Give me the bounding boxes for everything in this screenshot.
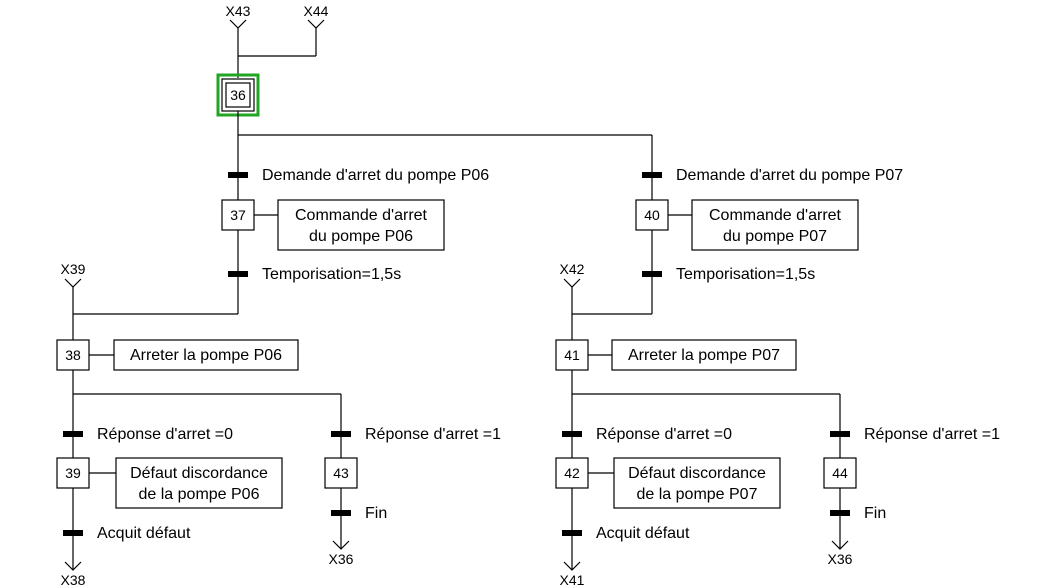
action-37-line1: Commande d'arret <box>295 207 428 224</box>
action-37-line2: du pompe P06 <box>309 228 413 245</box>
transition-43-out[interactable] <box>331 510 351 516</box>
transition-label-36-37: Demande d'arret du pompe P06 <box>262 167 489 184</box>
transition-38-43[interactable] <box>331 431 351 437</box>
transition-label-43: Fin <box>365 505 387 522</box>
ref-x42: X42 <box>560 261 585 277</box>
step-36-number: 36 <box>230 87 246 103</box>
action-38 <box>113 339 299 371</box>
transition-36-40[interactable] <box>642 172 662 178</box>
transition-label-39: Acquit défaut <box>97 525 191 542</box>
arrow-icon <box>332 540 350 550</box>
step-44-number: 44 <box>832 465 848 481</box>
transition-label-38-39: Réponse d'arret =0 <box>97 426 233 443</box>
ref-x36-right: X36 <box>828 551 853 567</box>
action-39-line2: de la pompe P06 <box>139 486 260 503</box>
transition-label-42: Acquit défaut <box>596 525 690 542</box>
step-38-number: 38 <box>65 347 81 363</box>
action-40-line1: Commande d'arret <box>709 207 842 224</box>
step-43-number: 43 <box>333 465 349 481</box>
transition-41-42[interactable] <box>562 431 582 437</box>
transition-label-37: Temporisation=1,5s <box>262 266 401 283</box>
transition-label-44: Fin <box>864 505 886 522</box>
step-36-inner <box>225 82 251 108</box>
action-42-line2: de la pompe P07 <box>637 486 758 503</box>
transition-label-40: Temporisation=1,5s <box>676 266 815 283</box>
step-44[interactable] <box>823 457 857 489</box>
ref-x41: X41 <box>560 572 585 588</box>
step-41[interactable] <box>555 339 589 371</box>
step-37-number: 37 <box>230 207 246 223</box>
transition-38-39[interactable] <box>63 431 83 437</box>
step-42-number: 42 <box>564 465 580 481</box>
transition-label-41-42: Réponse d'arret =0 <box>596 426 732 443</box>
arrow-icon <box>64 278 82 288</box>
transition-40-41[interactable] <box>642 271 662 277</box>
transition-label-38-43: Réponse d'arret =1 <box>365 426 501 443</box>
arrow-icon <box>64 561 82 571</box>
action-41 <box>611 339 797 371</box>
transition-36-37[interactable] <box>228 172 248 178</box>
action-42 <box>613 457 781 509</box>
ref-x39: X39 <box>61 261 86 277</box>
ref-x36-left: X36 <box>329 551 354 567</box>
transition-37-38[interactable] <box>228 271 248 277</box>
action-39 <box>115 457 283 509</box>
action-41-text: Arreter la pompe P07 <box>628 347 780 364</box>
arrow-icon <box>229 19 325 29</box>
action-38-text: Arreter la pompe P06 <box>130 347 282 364</box>
transition-42-out[interactable] <box>562 530 582 536</box>
transition-39-out[interactable] <box>63 530 83 536</box>
transition-41-44[interactable] <box>830 431 850 437</box>
ref-x44: X44 <box>304 3 329 19</box>
step-40-number: 40 <box>644 207 660 223</box>
action-39-line1: Défaut discordance <box>130 465 268 482</box>
arrow-icon <box>563 278 581 288</box>
arrow-icon <box>563 561 581 571</box>
step-38[interactable] <box>56 339 90 371</box>
action-40 <box>691 199 859 251</box>
action-37 <box>277 199 445 251</box>
transition-label-36-40: Demande d'arret du pompe P07 <box>676 167 903 184</box>
step-41-number: 41 <box>564 347 580 363</box>
transition-44-out[interactable] <box>830 510 850 516</box>
action-42-line1: Défaut discordance <box>628 465 766 482</box>
arrow-icon <box>831 540 849 550</box>
action-40-line2: du pompe P07 <box>723 228 827 245</box>
ref-x43: X43 <box>226 3 251 19</box>
step-39-number: 39 <box>65 465 81 481</box>
transition-label-41-44: Réponse d'arret =1 <box>864 426 1000 443</box>
step-42[interactable] <box>555 457 589 489</box>
ref-x38: X38 <box>61 572 86 588</box>
